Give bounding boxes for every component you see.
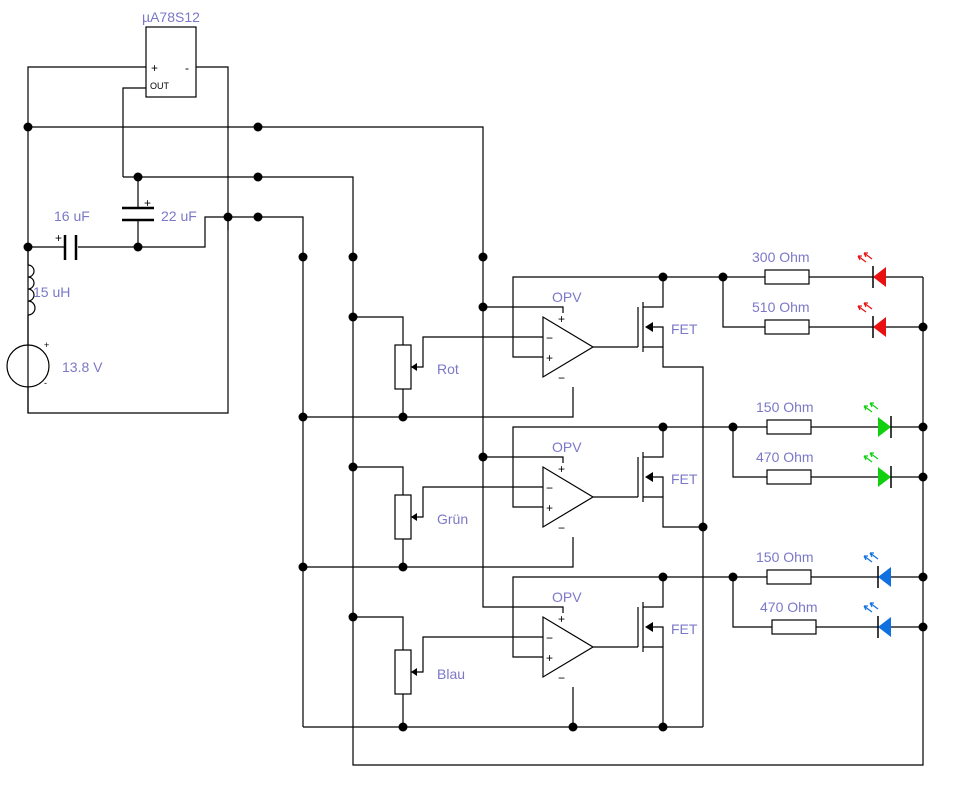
resistor-label-5: 470 Ohm — [760, 599, 818, 615]
opamp-supply-minus: − — [558, 521, 565, 535]
resistor-label-1: 510 Ohm — [752, 299, 810, 315]
opamp-label-gruen: OPV — [552, 439, 582, 455]
regulator-plus: + — [151, 61, 158, 75]
pot-blau — [394, 649, 412, 695]
regulator-out: OUT — [150, 81, 170, 91]
regulator-label: µA78S12 — [142, 9, 200, 25]
inductor-coil — [27, 264, 36, 316]
led-green-2 — [863, 452, 892, 488]
channel-gruen: Grün OPV + − + − FET 150 Ohm 470 Ohm — [298, 399, 928, 572]
cap2-plus: + — [144, 196, 151, 210]
opamp-input-minus: − — [546, 331, 553, 345]
fet-label-gruen: FET — [671, 471, 698, 487]
cap1-plus: + — [55, 231, 62, 245]
opamp-rot — [542, 315, 595, 379]
source-label: 13.8 V — [62, 359, 103, 375]
resistor-510 — [764, 319, 810, 335]
opamp-input-minus: − — [546, 481, 553, 495]
channel-blau: Blau OPV + − + − FET 150 Ohm 470 Ohm — [303, 549, 928, 732]
pot-label-rot: Rot — [437, 361, 459, 377]
opamp-gruen — [542, 465, 595, 529]
opamp-input-minus: − — [546, 631, 553, 645]
led-blue-2 — [863, 602, 891, 638]
fet-label-blau: FET — [671, 621, 698, 637]
resistor-150-blue — [766, 569, 812, 585]
resistor-label-3: 470 Ohm — [756, 449, 814, 465]
opamp-supply-plus: + — [558, 312, 565, 326]
opamp-input-plus: + — [546, 501, 553, 515]
pot-gruen — [394, 494, 412, 540]
opamp-supply-minus: − — [558, 371, 565, 385]
power-section: µA78S12 + - OUT + 22 uF + 16 uF 15 uH + — [6, 9, 924, 766]
opamp-label-blau: OPV — [552, 589, 582, 605]
inductor-label: 15 uH — [33, 284, 70, 300]
cap1-label: 16 uF — [54, 208, 90, 224]
pot-label-gruen: Grün — [437, 511, 468, 527]
opamp-supply-plus: + — [558, 462, 565, 476]
fet-label-rot: FET — [671, 321, 698, 337]
led-blue-1 — [863, 552, 891, 588]
resistor-label-4: 150 Ohm — [756, 549, 814, 565]
led-green-1 — [863, 402, 892, 438]
cap2-label: 22 uF — [161, 208, 197, 224]
resistor-label-0: 300 Ohm — [752, 249, 810, 265]
opamp-input-plus: + — [546, 651, 553, 665]
opamp-supply-plus: + — [558, 612, 565, 626]
regulator-minus: - — [185, 61, 189, 75]
opamp-input-plus: + — [546, 351, 553, 365]
resistor-470-green — [766, 469, 812, 485]
resistor-150-green — [766, 419, 812, 435]
source-minus: - — [44, 378, 47, 388]
opamp-label-rot: OPV — [552, 289, 582, 305]
resistor-470-blue — [771, 619, 817, 635]
source-plus: + — [44, 340, 49, 350]
regulator-box — [145, 26, 197, 98]
opamp-supply-minus: − — [558, 671, 565, 685]
resistor-300 — [764, 269, 810, 285]
channel-rot: Rot OPV + − + − FET 300 Ohm 510 Ohm — [298, 249, 928, 727]
led-red-2 — [857, 302, 886, 338]
pot-rot — [394, 344, 412, 390]
pot-label-blau: Blau — [437, 666, 465, 682]
resistor-label-2: 150 Ohm — [756, 399, 814, 415]
led-red-1 — [857, 252, 886, 288]
opamp-blau — [542, 615, 595, 679]
